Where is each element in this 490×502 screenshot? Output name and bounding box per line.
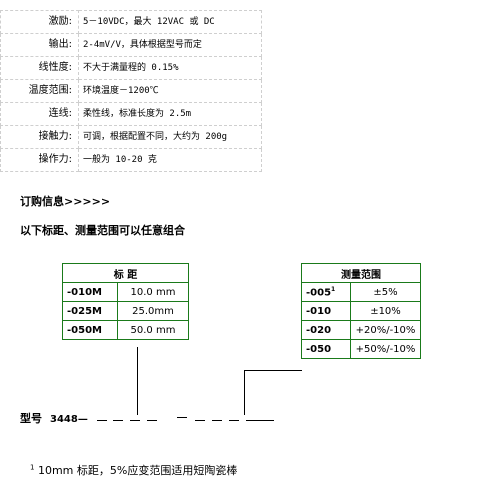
- range-code-text: -005: [306, 287, 332, 299]
- ordering-heading: 订购信息>>>>>: [20, 195, 111, 208]
- model-slot: [195, 420, 205, 421]
- range-value: +20%/-10%: [350, 320, 421, 340]
- range-code: -020: [301, 320, 351, 340]
- spec-label: 接触力:: [0, 125, 79, 149]
- spec-value: 一般为 10-20 克: [78, 148, 262, 172]
- spec-label: 线性度:: [0, 56, 79, 80]
- gauge-value: 50.0 mm: [117, 320, 189, 340]
- spec-row: 激励:5－10VDC，最大 12VAC 或 DC: [0, 10, 262, 34]
- gauge-value: 25.0mm: [117, 301, 189, 321]
- spec-row: 线性度:不大于满量程的 0.15%: [0, 56, 262, 80]
- model-slot: [97, 420, 107, 421]
- spec-value: 环境温度－1200℃: [78, 79, 262, 103]
- spec-label: 连线:: [0, 102, 79, 126]
- table-row: -010±10%: [301, 301, 421, 321]
- spec-value: 不大于满量程的 0.15%: [78, 56, 262, 80]
- spec-table: 激励:5－10VDC，最大 12VAC 或 DC 输出:2-4mV/V，具体根据…: [0, 10, 262, 172]
- spec-row: 操作力:一般为 10-20 克: [0, 148, 262, 172]
- spec-value: 5－10VDC，最大 12VAC 或 DC: [78, 10, 262, 34]
- gauge-value: 10.0 mm: [117, 282, 189, 302]
- model-label: 型号: [20, 412, 42, 425]
- gauge-code: -025M: [62, 301, 118, 321]
- range-code: -0051: [301, 282, 351, 302]
- spec-row: 输出:2-4mV/V，具体根据型号而定: [0, 33, 262, 57]
- range-connector-vertical: [244, 370, 245, 415]
- model-slot: [177, 417, 187, 418]
- range-code: -050: [301, 339, 351, 359]
- spec-value: 2-4mV/V，具体根据型号而定: [78, 33, 262, 57]
- range-value: +50%/-10%: [350, 339, 421, 359]
- table-row: -0051±5%: [301, 282, 421, 302]
- spec-value: 可调，根据配置不同，大约为 200g: [78, 125, 262, 149]
- range-value: ±5%: [350, 282, 421, 302]
- spec-row: 温度范围:环境温度－1200℃: [0, 79, 262, 103]
- gauge-connector-line: [137, 347, 138, 415]
- gauge-code: -050M: [62, 320, 118, 340]
- footnote: 1 10mm 标距，5%应变范围适用短陶瓷棒: [30, 462, 237, 478]
- measuring-range-table: 测量范围 -0051±5% -010±10% -020+20%/-10% -05…: [301, 263, 421, 359]
- spec-label: 输出:: [0, 33, 79, 57]
- gauge-table-header: 标 距: [62, 263, 189, 283]
- range-connector-horizontal: [244, 370, 302, 371]
- footnote-marker: 1: [331, 285, 336, 293]
- model-slot: [130, 420, 140, 421]
- table-row: -050+50%/-10%: [301, 339, 421, 359]
- footnote-marker: 1: [30, 463, 35, 472]
- range-code: -010: [301, 301, 351, 321]
- spec-label: 激励:: [0, 10, 79, 34]
- range-table-header: 测量范围: [301, 263, 421, 283]
- table-row: -020+20%/-10%: [301, 320, 421, 340]
- model-number: 型号 3448—: [20, 410, 88, 426]
- model-slot: [113, 420, 123, 421]
- model-slot: [229, 420, 239, 421]
- spec-label: 操作力:: [0, 148, 79, 172]
- spec-value: 柔性线，标准长度为 2.5m: [78, 102, 262, 126]
- model-slot-long: [246, 420, 274, 421]
- spec-row: 接触力:可调，根据配置不同，大约为 200g: [0, 125, 262, 149]
- model-slot: [212, 420, 222, 421]
- spec-row: 连线:柔性线，标准长度为 2.5m: [0, 102, 262, 126]
- spec-label: 温度范围:: [0, 79, 79, 103]
- combo-heading: 以下标距、测量范围可以任意组合: [20, 224, 185, 237]
- model-prefix: 3448—: [50, 414, 88, 425]
- footnote-text: 10mm 标距，5%应变范围适用短陶瓷棒: [37, 464, 238, 477]
- range-value: ±10%: [350, 301, 421, 321]
- model-slot: [147, 420, 157, 421]
- gauge-code: -010M: [62, 282, 118, 302]
